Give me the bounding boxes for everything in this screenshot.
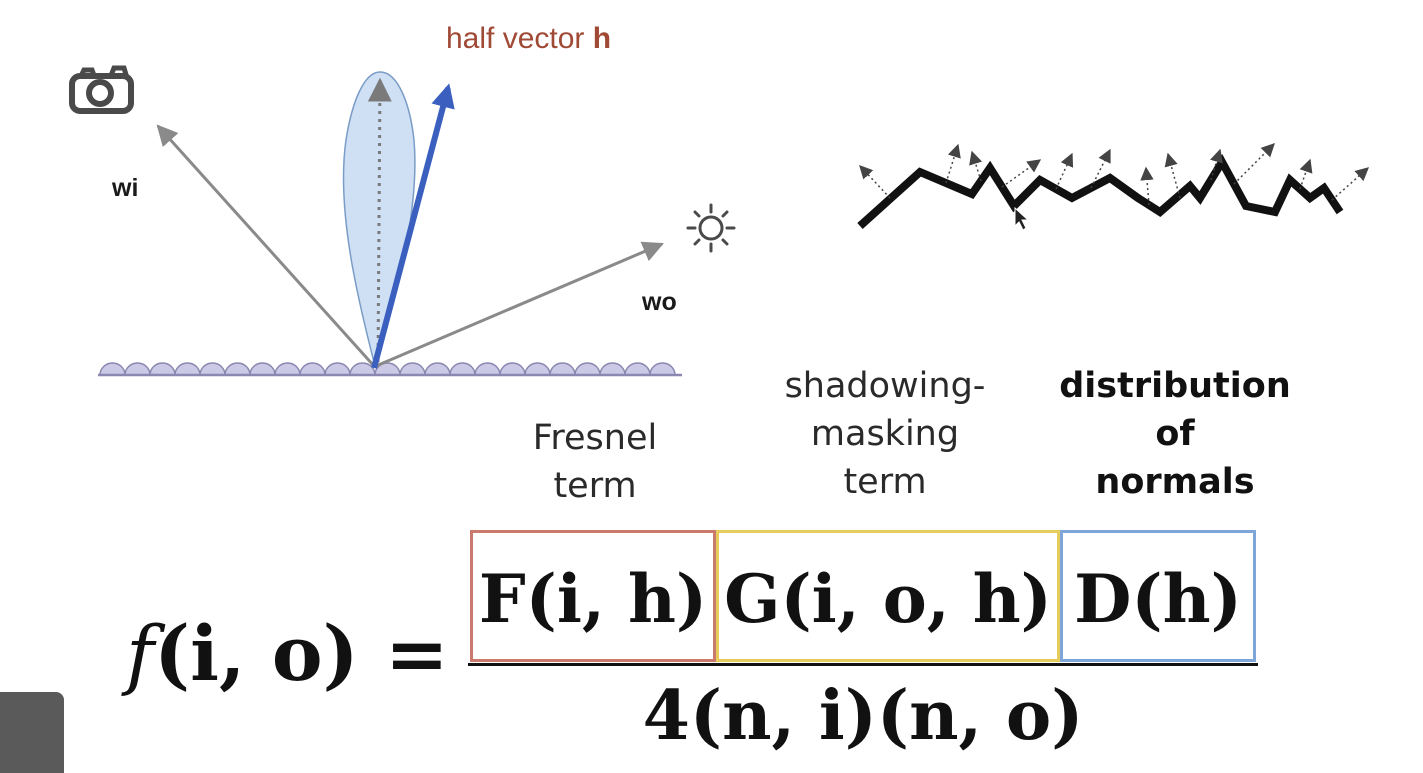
wo-arrow [375, 241, 664, 368]
wi-label: wi [112, 174, 139, 202]
distribution-line-2: of [1155, 414, 1195, 454]
shadowing-masking-caption: shadowing- masking term [740, 362, 1030, 506]
wo-label: wo [642, 288, 677, 316]
distribution-line-1: distribution [1059, 366, 1291, 406]
shadowing-line-3: term [843, 462, 927, 502]
surface-bumps [99, 362, 676, 376]
fraction-bar [468, 663, 1258, 666]
equation-denominator: 4(n, i)(n, o) [642, 676, 1084, 756]
shadowing-line-1: shadowing- [784, 366, 986, 406]
fresnel-box [470, 530, 716, 662]
camera-icon [69, 65, 134, 114]
shadowing-line-2: masking [810, 414, 960, 454]
half-vector-symbol: h [592, 22, 612, 55]
distribution-line-3: normals [1095, 462, 1255, 502]
fresnel-line-2: term [553, 466, 637, 506]
sun-icon [686, 203, 736, 253]
surface-normals [859, 143, 1370, 206]
microfacet-surface [98, 362, 682, 377]
half-vector-label: half vector h [446, 22, 612, 55]
numerator-distribution: D(h) [1074, 560, 1242, 638]
lhs-function: f [126, 609, 155, 698]
rough-surface [857, 143, 1370, 229]
fresnel-line-1: Fresnel [532, 418, 658, 458]
wi-arrow [156, 124, 376, 368]
distribution-box [1060, 530, 1256, 662]
distribution-caption: distribution of normals [1040, 362, 1310, 506]
fresnel-term-caption: Fresnel term [490, 414, 700, 510]
zigzag-profile [857, 154, 1344, 229]
half-vector-arrow [371, 83, 455, 369]
lhs-arguments: (i, o) = [154, 609, 449, 698]
equation-lhs: f(i, o) = [126, 616, 449, 692]
video-overlay-block [0, 692, 64, 773]
numerator-shadowing: G(i, o, h) [724, 560, 1052, 638]
shadowing-box [716, 530, 1060, 662]
cursor-icon [1014, 206, 1030, 231]
numerator-fresnel: F(i, h) [478, 560, 708, 638]
